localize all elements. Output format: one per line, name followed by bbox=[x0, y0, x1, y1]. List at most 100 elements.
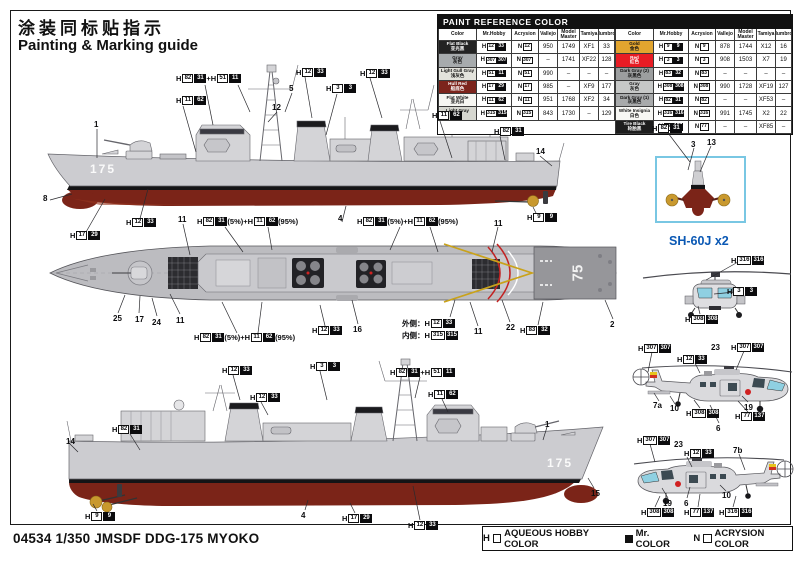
part-number-callout: 10 bbox=[722, 491, 731, 500]
part-number-callout: 24 bbox=[152, 318, 161, 327]
part-number-callout: 10 bbox=[670, 404, 679, 413]
paint-code-cell: 990 bbox=[716, 80, 735, 95]
column-header: Acrysion bbox=[512, 29, 539, 41]
paint-code-cell: XF19 bbox=[757, 80, 776, 95]
column-header: Tamiya bbox=[757, 29, 776, 41]
column-header: Tamiya bbox=[580, 29, 599, 41]
paint-code-cell: 1749 bbox=[558, 41, 580, 55]
paint-row-light-gray: Light Gray灰色H315315N3158431730–129 bbox=[438, 107, 615, 121]
part-number-callout: 12 bbox=[272, 103, 281, 112]
column-header: Humbrol bbox=[599, 29, 615, 41]
paint-code-cell: XF85 bbox=[757, 120, 776, 135]
plan-deck-number: 75 bbox=[570, 265, 587, 282]
paint-code-cell: – bbox=[735, 94, 757, 108]
paint-code-cell: – bbox=[716, 67, 735, 81]
bow-front-view bbox=[665, 160, 731, 216]
degaussing-guide-lines bbox=[443, 243, 535, 303]
column-header: Acrysion bbox=[689, 29, 716, 41]
part-number-callout: 23 bbox=[711, 343, 720, 352]
paint-code-cell: XF22 bbox=[580, 54, 599, 68]
paint-code-cell: – bbox=[757, 67, 776, 81]
white-box-icon bbox=[703, 534, 712, 543]
column-header: Model Master bbox=[558, 29, 580, 41]
white-box-icon bbox=[492, 534, 502, 543]
paint-code-cell: – bbox=[580, 107, 599, 121]
paint-code-cell: 1768 bbox=[558, 94, 580, 108]
part-number-callout: 19 bbox=[663, 499, 672, 508]
legend-ac­rysion: N ACRYSION COLOR bbox=[693, 527, 765, 550]
helicopter-front-view bbox=[633, 248, 798, 325]
color-system-legend: H AQUEOUS HOBBY COLOR Mr. COLOR N ACRYSI… bbox=[482, 526, 793, 551]
part-number-callout: 1 bbox=[94, 120, 99, 129]
column-header: Vallejo bbox=[539, 29, 558, 41]
paint-code-cell: 128 bbox=[599, 54, 615, 68]
part-number-callout: 11 bbox=[494, 219, 503, 228]
paint-code-cell: – bbox=[580, 67, 599, 81]
paint-code-cell: 1745 bbox=[735, 107, 757, 121]
legend-mr-color: Mr. COLOR bbox=[625, 528, 681, 550]
part-number-callout: 19 bbox=[744, 403, 753, 412]
paint-code-cell: 990 bbox=[539, 67, 558, 81]
color-swatch: Dark Gray (1)灰黑色 bbox=[615, 94, 654, 108]
paint-code-cell: – bbox=[539, 54, 558, 68]
part-number-callout: 17 bbox=[135, 315, 144, 324]
column-header: Color bbox=[438, 29, 477, 41]
part-number-callout: 1 bbox=[545, 420, 550, 429]
paint-code-cell: 951 bbox=[539, 94, 558, 108]
part-number-callout: 13 bbox=[707, 138, 716, 147]
part-number-callout: 11 bbox=[176, 316, 185, 325]
paint-code-cell: XF2 bbox=[580, 94, 599, 108]
part-number-callout: 3 bbox=[691, 140, 696, 149]
part-number-callout: 4 bbox=[301, 511, 306, 520]
paint-table-title: PAINT REFERENCE COLOR bbox=[438, 15, 792, 29]
paint-code-cell: 843 bbox=[539, 107, 558, 121]
paint-code-cell: – bbox=[776, 67, 792, 81]
column-header: Humbrol bbox=[776, 29, 792, 41]
top-ship-superstructure bbox=[101, 64, 565, 162]
color-swatch: Dark Gray (2)灰黑色 bbox=[615, 67, 654, 81]
